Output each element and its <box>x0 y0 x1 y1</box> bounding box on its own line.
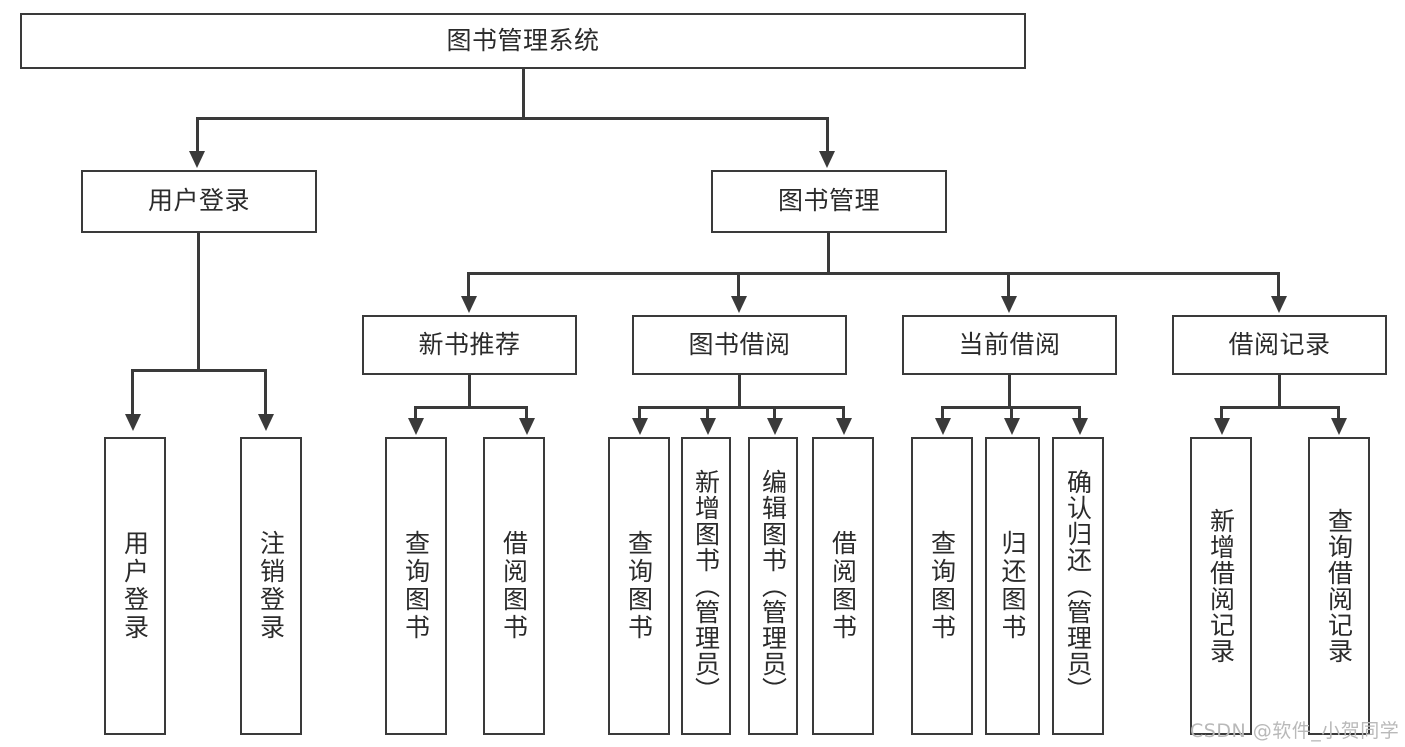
connector-borrow-record-bar <box>1220 406 1340 409</box>
node-book-borrow-label: 图书借阅 <box>688 329 791 359</box>
leaf-edit-book[interactable]: 编辑图书（管理员） <box>748 437 798 735</box>
node-user-login-label: 用户登录 <box>147 186 250 216</box>
arrowhead-to-new-book <box>461 296 477 313</box>
arrowhead-leaf-query-book-2 <box>632 418 648 435</box>
arrowhead-leaf-borrow-book-1 <box>519 418 535 435</box>
arrowhead-leaf-confirm-return <box>1072 418 1088 435</box>
connector-current-borrow-drop-1 <box>941 406 944 420</box>
leaf-user-login-label: 用户登录 <box>120 530 150 642</box>
leaf-confirm-return[interactable]: 确认归还（管理员） <box>1052 437 1104 735</box>
leaf-borrow-book-recommend-label: 借阅图书 <box>499 530 529 642</box>
arrowhead-to-book-borrow <box>731 296 747 313</box>
connector-level2-bar <box>467 272 1279 275</box>
connector-user-login-stem <box>197 233 200 372</box>
leaf-return-book[interactable]: 归还图书 <box>985 437 1040 735</box>
connector-book-borrow-drop-3 <box>773 406 776 420</box>
node-new-book-recommend[interactable]: 新书推荐 <box>362 315 577 375</box>
arrowhead-leaf-logout <box>258 414 274 431</box>
arrowhead-leaf-query-book-3 <box>935 418 951 435</box>
node-book-borrow[interactable]: 图书借阅 <box>632 315 847 375</box>
arrowhead-leaf-query-record <box>1331 418 1347 435</box>
arrowhead-leaf-add-book <box>700 418 716 435</box>
connector-borrow-record-drop-2 <box>1337 406 1340 420</box>
node-borrow-record[interactable]: 借阅记录 <box>1172 315 1387 375</box>
connector-book-borrow-drop-2 <box>706 406 709 420</box>
arrowhead-leaf-query-book-1 <box>408 418 424 435</box>
connector-book-manage-stem <box>827 233 830 273</box>
node-root-label: 图书管理系统 <box>446 25 600 55</box>
connector-book-borrow-drop-4 <box>842 406 845 420</box>
arrowhead-leaf-borrow-book-2 <box>836 418 852 435</box>
leaf-logout-label: 注销登录 <box>256 530 286 642</box>
connector-level2-drop-1 <box>467 272 470 298</box>
node-current-borrow[interactable]: 当前借阅 <box>902 315 1117 375</box>
arrowhead-leaf-add-record <box>1214 418 1230 435</box>
connector-new-book-drop-2 <box>525 406 528 420</box>
node-user-login[interactable]: 用户登录 <box>81 170 317 233</box>
leaf-user-login[interactable]: 用户登录 <box>104 437 166 735</box>
leaf-query-borrow-record-label: 查询借阅记录 <box>1324 508 1354 664</box>
connector-book-borrow-drop-1 <box>638 406 641 420</box>
leaf-add-borrow-record-label: 新增借阅记录 <box>1206 508 1236 664</box>
node-book-manage-label: 图书管理 <box>777 186 880 216</box>
arrowhead-to-book-manage <box>819 151 835 168</box>
connector-level2-drop-4 <box>1277 272 1280 298</box>
connector-new-book-stem <box>468 375 471 407</box>
leaf-query-book-recommend[interactable]: 查询图书 <box>385 437 447 735</box>
leaf-add-book-label: 新增图书（管理员） <box>691 469 721 703</box>
connector-level2-drop-2 <box>737 272 740 298</box>
arrowhead-to-user-login <box>189 151 205 168</box>
leaf-return-book-label: 归还图书 <box>998 530 1027 642</box>
connector-level2-drop-3 <box>1007 272 1010 298</box>
connector-user-login-drop-2 <box>264 369 267 416</box>
leaf-borrow-book-label: 借阅图书 <box>828 530 858 642</box>
connector-root-stem <box>522 69 525 118</box>
connector-book-borrow-stem <box>738 375 741 407</box>
leaf-query-book-borrow-label: 查询图书 <box>624 530 654 642</box>
leaf-query-book-borrow[interactable]: 查询图书 <box>608 437 670 735</box>
leaf-query-book-current[interactable]: 查询图书 <box>911 437 973 735</box>
node-current-borrow-label: 当前借阅 <box>958 329 1061 359</box>
leaf-borrow-book[interactable]: 借阅图书 <box>812 437 874 735</box>
connector-new-book-drop-1 <box>414 406 417 420</box>
connector-current-borrow-stem <box>1008 375 1011 407</box>
connector-level1-bar <box>196 117 828 120</box>
node-book-manage[interactable]: 图书管理 <box>711 170 947 233</box>
connector-current-borrow-drop-3 <box>1078 406 1081 420</box>
leaf-confirm-return-label: 确认归还（管理员） <box>1063 469 1093 703</box>
connector-level1-drop-right <box>826 117 829 153</box>
leaf-query-book-recommend-label: 查询图书 <box>401 530 431 642</box>
leaf-logout[interactable]: 注销登录 <box>240 437 302 735</box>
arrowhead-leaf-user-login <box>125 414 141 431</box>
arrowhead-to-borrow-record <box>1271 296 1287 313</box>
connector-level1-drop-left <box>196 117 199 153</box>
connector-book-borrow-bar <box>638 406 845 409</box>
arrowhead-to-current-borrow <box>1001 296 1017 313</box>
arrowhead-leaf-return-book <box>1004 418 1020 435</box>
connector-borrow-record-stem <box>1278 375 1281 407</box>
connector-current-borrow-drop-2 <box>1010 406 1013 420</box>
leaf-query-borrow-record[interactable]: 查询借阅记录 <box>1308 437 1370 735</box>
connector-borrow-record-drop-1 <box>1220 406 1223 420</box>
connector-user-login-bar <box>131 369 267 372</box>
leaf-add-borrow-record[interactable]: 新增借阅记录 <box>1190 437 1252 735</box>
node-new-book-recommend-label: 新书推荐 <box>418 329 521 359</box>
leaf-query-book-current-label: 查询图书 <box>927 530 957 642</box>
leaf-edit-book-label: 编辑图书（管理员） <box>758 469 788 703</box>
node-borrow-record-label: 借阅记录 <box>1228 329 1331 359</box>
connector-user-login-drop-1 <box>131 369 134 416</box>
arrowhead-leaf-edit-book <box>767 418 783 435</box>
leaf-borrow-book-recommend[interactable]: 借阅图书 <box>483 437 545 735</box>
connector-new-book-bar <box>414 406 528 409</box>
csdn-watermark: CSDN @软件_小贺同学 <box>1190 720 1400 742</box>
node-root[interactable]: 图书管理系统 <box>20 13 1026 69</box>
leaf-add-book[interactable]: 新增图书（管理员） <box>681 437 731 735</box>
